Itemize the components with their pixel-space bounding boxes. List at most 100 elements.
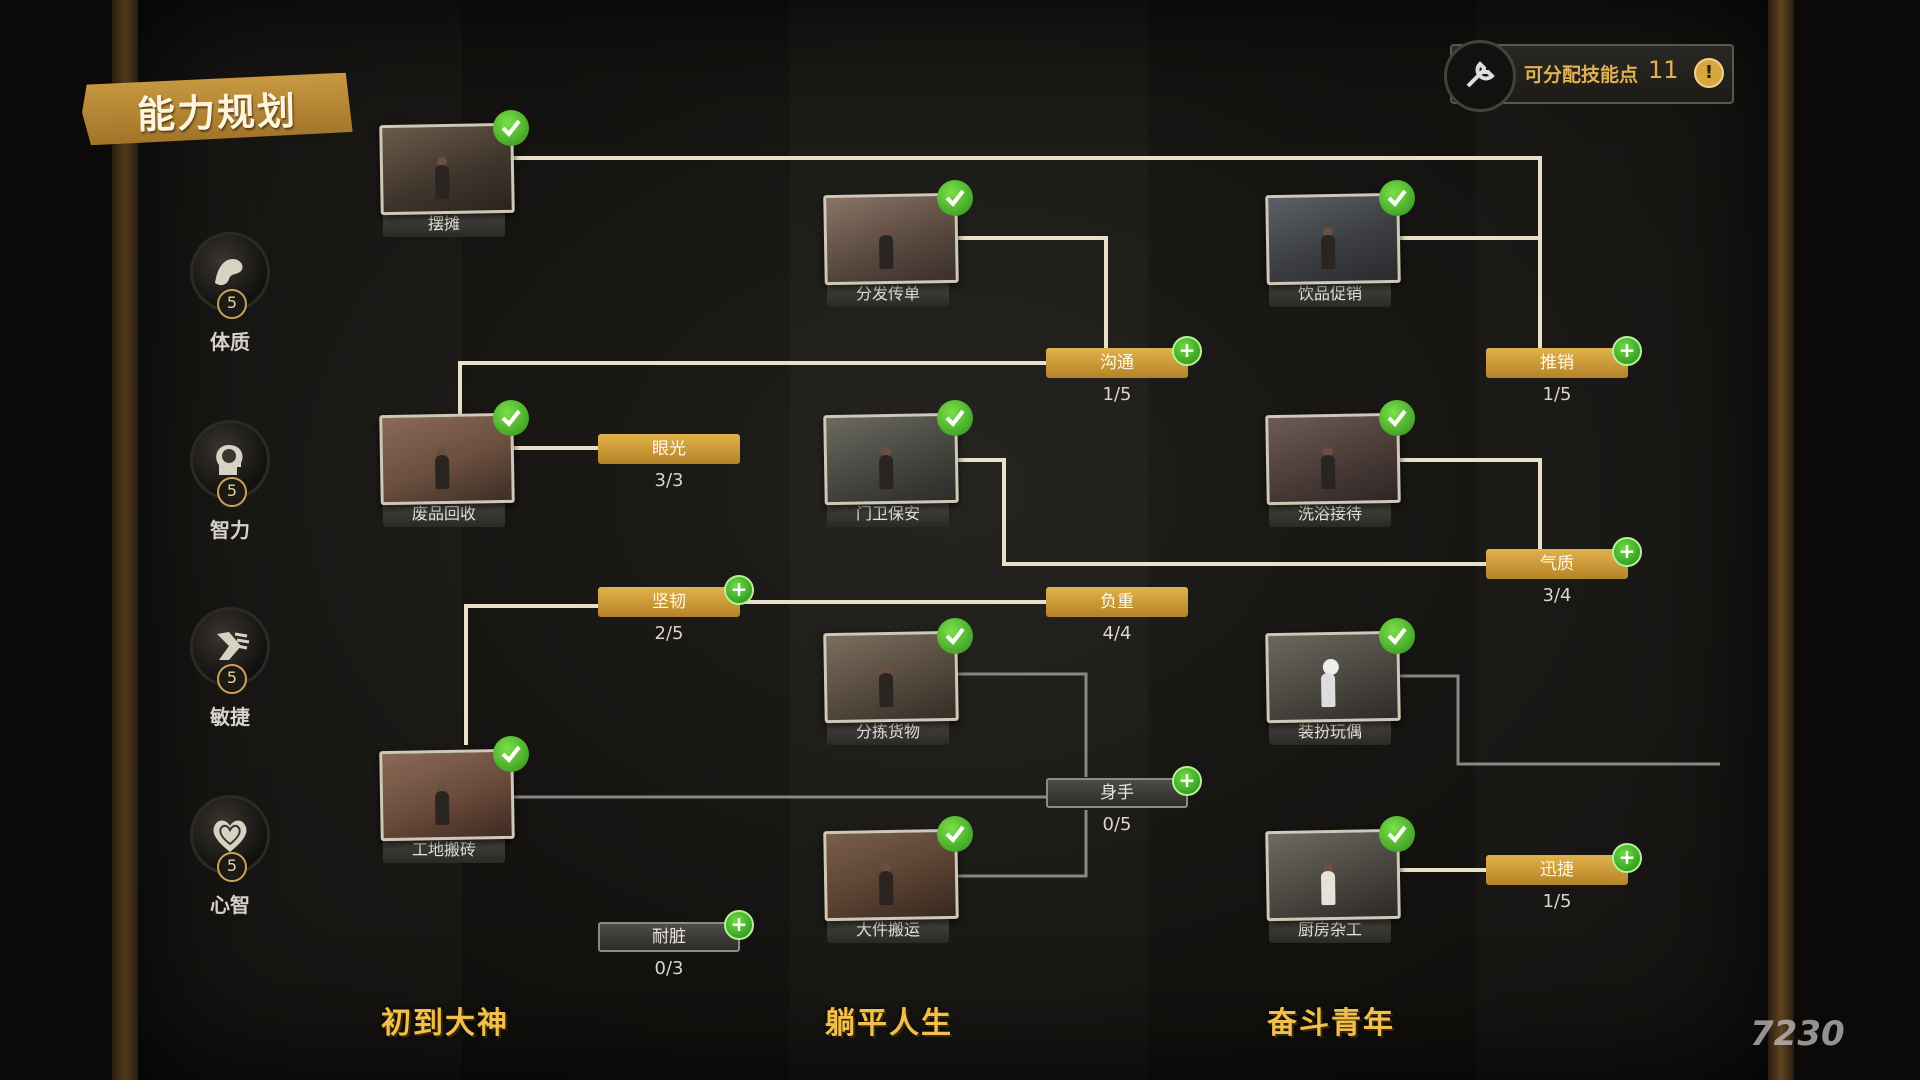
job-card-gongdi[interactable]: 工地搬砖 xyxy=(379,736,529,863)
skill-name: 眼光 xyxy=(598,434,740,464)
watermark: 7230 xyxy=(1750,1014,1845,1054)
plus-icon[interactable]: + xyxy=(724,910,754,940)
job-label: 洗浴接待 xyxy=(1269,501,1391,527)
skill-level: 2/5 xyxy=(654,623,684,644)
job-card-yinpin[interactable]: 饮品促销 xyxy=(1265,180,1415,307)
line-xiyu-qizhi xyxy=(1398,458,1542,550)
stat-value: 5 xyxy=(217,477,247,507)
job-label: 厨房杂工 xyxy=(1269,917,1391,943)
board-frame-left xyxy=(112,0,138,1080)
column-title-3: 奋斗青年 xyxy=(1231,998,1431,1042)
skill-name: 气质 xyxy=(1486,549,1628,579)
skill-name: 推销 xyxy=(1486,348,1628,378)
check-icon xyxy=(1379,180,1415,216)
line-baitan-tuixiao xyxy=(510,156,1542,355)
plus-icon[interactable]: + xyxy=(1172,336,1202,366)
line-zhuangban-out xyxy=(1398,674,1720,766)
skill-xunjie[interactable]: 迅捷 1/5 + xyxy=(1486,843,1642,912)
skill-naizang[interactable]: 耐脏 0/3 + xyxy=(598,910,754,979)
job-card-fenjian[interactable]: 分拣货物 xyxy=(823,618,973,745)
line-dajian-shenshou xyxy=(955,810,1088,878)
job-label: 大件搬运 xyxy=(827,917,949,943)
job-label: 摆摊 xyxy=(383,211,505,237)
job-card-feipin[interactable]: 废品回收 xyxy=(379,400,529,527)
wrench-icon xyxy=(1444,40,1516,112)
job-label: 工地搬砖 xyxy=(383,837,505,863)
skill-level: 4/4 xyxy=(1102,623,1132,644)
stat-value: 5 xyxy=(217,852,247,882)
stat-label: 心智 xyxy=(210,893,250,917)
job-label: 废品回收 xyxy=(383,501,505,527)
exclamation-icon[interactable]: ! xyxy=(1694,58,1724,88)
stat-label: 智力 xyxy=(210,518,250,542)
stat-label: 体质 xyxy=(210,330,250,354)
skill-level: 1/5 xyxy=(1542,891,1572,912)
check-icon xyxy=(937,618,973,654)
check-icon xyxy=(1379,618,1415,654)
skill-name: 沟通 xyxy=(1046,348,1188,378)
line-fenfa-goutong xyxy=(955,236,1108,355)
skill-level: 3/3 xyxy=(654,470,684,491)
column-title-1: 初到大神 xyxy=(345,998,545,1042)
line-goutong-feipin xyxy=(458,361,1046,415)
board-frame-right xyxy=(1768,0,1794,1080)
skill-name: 迅捷 xyxy=(1486,855,1628,885)
job-card-dajian[interactable]: 大件搬运 xyxy=(823,816,973,943)
job-card-xiyu[interactable]: 洗浴接待 xyxy=(1265,400,1415,527)
job-label: 分发传单 xyxy=(827,281,949,307)
plus-icon[interactable]: + xyxy=(1172,766,1202,796)
heart-icon: 5 xyxy=(190,795,270,882)
muscle-arm-icon: 5 xyxy=(190,232,270,319)
skill-level: 3/4 xyxy=(1542,585,1572,606)
skill-name: 负重 xyxy=(1046,587,1188,617)
job-card-chufang[interactable]: 厨房杂工 xyxy=(1265,816,1415,943)
skill-level: 1/5 xyxy=(1542,384,1572,405)
skill-tuixiao[interactable]: 推销 1/5 + xyxy=(1486,336,1642,405)
stat-value: 5 xyxy=(217,289,247,319)
skill-points-value: 11 xyxy=(1648,56,1679,84)
column-title-2: 躺平人生 xyxy=(789,998,989,1042)
stat-intelligence[interactable]: 5 智力 xyxy=(190,420,270,543)
skill-jianren[interactable]: 坚韧 2/5 + xyxy=(598,575,754,644)
skill-shenshou[interactable]: 身手 0/5 + xyxy=(1046,766,1202,835)
job-card-fenfa[interactable]: 分发传单 xyxy=(823,180,973,307)
skill-yanguang[interactable]: 眼光 3/3 xyxy=(598,434,740,491)
stat-label: 敏捷 xyxy=(210,705,250,729)
line-menwei-qizhi xyxy=(955,458,1486,566)
brain-head-icon: 5 xyxy=(190,420,270,507)
job-card-menwei[interactable]: 门卫保安 xyxy=(823,400,973,527)
check-icon xyxy=(937,180,973,216)
job-card-zhuangban[interactable]: 装扮玩偶 xyxy=(1265,618,1415,745)
check-icon xyxy=(493,736,529,772)
stat-constitution[interactable]: 5 体质 xyxy=(190,232,270,355)
skill-qizhi[interactable]: 气质 3/4 + xyxy=(1486,537,1642,606)
job-card-baitan[interactable]: 摆摊 xyxy=(379,110,529,237)
skill-points-panel: 可分配技能点 11 ! xyxy=(1444,40,1734,112)
skill-fuzhong[interactable]: 负重 4/4 xyxy=(1046,587,1188,644)
check-icon xyxy=(493,400,529,436)
skill-goutong[interactable]: 沟通 1/5 + xyxy=(1046,336,1202,405)
stat-agility[interactable]: 5 敏捷 xyxy=(190,607,270,730)
stat-value: 5 xyxy=(217,664,247,694)
job-label: 装扮玩偶 xyxy=(1269,719,1391,745)
plus-icon[interactable]: + xyxy=(724,575,754,605)
plus-icon[interactable]: + xyxy=(1612,537,1642,567)
plus-icon[interactable]: + xyxy=(1612,843,1642,873)
winged-boot-icon: 5 xyxy=(190,607,270,694)
skill-level: 1/5 xyxy=(1102,384,1132,405)
check-icon xyxy=(937,816,973,852)
job-label: 分拣货物 xyxy=(827,719,949,745)
skill-name: 坚韧 xyxy=(598,587,740,617)
skill-points-label: 可分配技能点 xyxy=(1524,64,1639,86)
job-label: 饮品促销 xyxy=(1269,281,1391,307)
plus-icon[interactable]: + xyxy=(1612,336,1642,366)
check-icon xyxy=(1379,816,1415,852)
page-title: 能力规划 xyxy=(136,88,298,137)
check-icon xyxy=(1379,400,1415,436)
skill-level: 0/3 xyxy=(654,958,684,979)
skill-name: 身手 xyxy=(1046,778,1188,808)
check-icon xyxy=(493,110,529,146)
line-fenjian-shenshou xyxy=(955,672,1088,777)
stat-mind[interactable]: 5 心智 xyxy=(190,795,270,918)
